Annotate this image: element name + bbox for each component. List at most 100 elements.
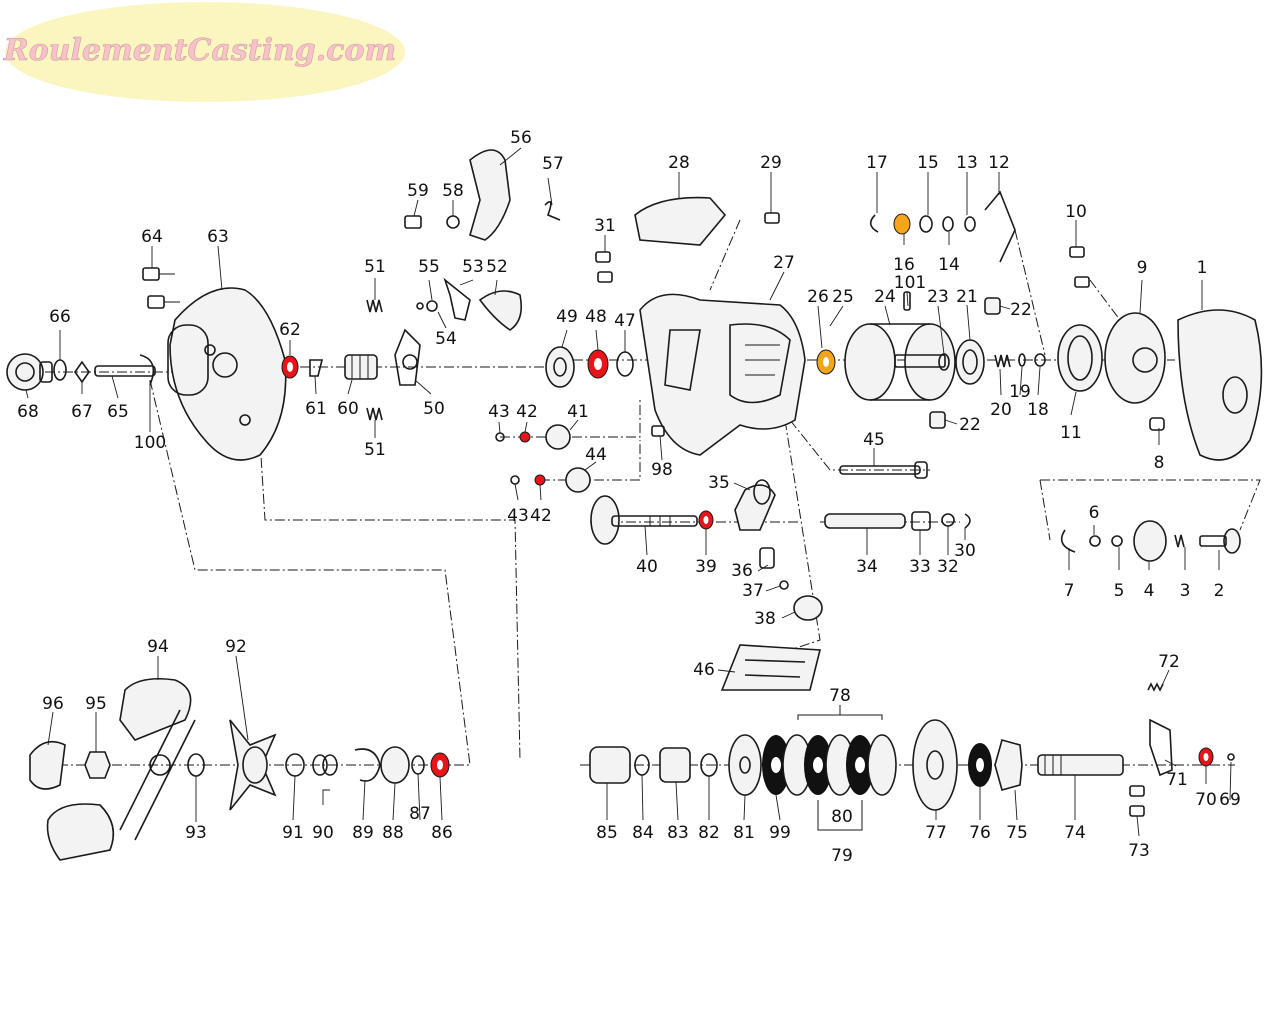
label-15: 15 xyxy=(917,153,939,173)
label-85: 85 xyxy=(596,823,618,843)
parts-71-77 xyxy=(912,682,1173,817)
parts-56-59 xyxy=(404,149,561,241)
label-22: 22 xyxy=(1010,300,1032,320)
label-70: 70 xyxy=(1195,790,1217,810)
label-58: 58 xyxy=(442,181,464,201)
label-29: 29 xyxy=(760,153,782,173)
logo: RoulementCasting.com xyxy=(2,2,405,102)
screws-29-30 xyxy=(595,212,780,283)
pin-45 xyxy=(839,461,928,479)
label-86: 86 xyxy=(431,823,453,843)
label-63: 63 xyxy=(207,227,229,247)
label-68: 68 xyxy=(17,402,39,422)
label-96: 96 xyxy=(42,694,64,714)
label-91: 91 xyxy=(282,823,304,843)
label-43b: 43 xyxy=(507,506,529,526)
label-21: 21 xyxy=(956,287,978,307)
label-8: 8 xyxy=(1154,453,1165,473)
label-2: 2 xyxy=(1214,581,1225,601)
label-71: 71 xyxy=(1166,770,1188,790)
bearing-26 xyxy=(816,349,836,375)
label-51b: 51 xyxy=(364,440,386,460)
parts-21-23 xyxy=(929,297,1001,429)
label-18: 18 xyxy=(1027,400,1049,420)
label-52: 52 xyxy=(486,257,508,277)
label-73: 73 xyxy=(1128,841,1150,861)
bearing-70 xyxy=(1198,747,1235,767)
label-62: 62 xyxy=(279,320,301,340)
label-79: 79 xyxy=(831,846,853,866)
label-88: 88 xyxy=(382,823,404,843)
levelwind-35 xyxy=(734,479,823,621)
label-7: 7 xyxy=(1064,581,1075,601)
label-92: 92 xyxy=(225,637,247,657)
parts-12-17 xyxy=(869,190,1016,311)
label-65: 65 xyxy=(107,402,129,422)
parts-92-96 xyxy=(29,719,277,811)
label-56: 56 xyxy=(510,128,532,148)
screws-64 xyxy=(142,267,180,309)
label-101: 101 xyxy=(894,273,926,293)
label-60: 60 xyxy=(337,399,359,419)
label-27: 27 xyxy=(773,253,795,273)
label-54: 54 xyxy=(435,329,457,349)
small-parts-left xyxy=(53,354,156,386)
label-80: 80 xyxy=(831,807,853,827)
logo-text: RoulementCasting.com xyxy=(3,33,396,68)
label-31: 30 xyxy=(954,541,976,561)
label-83: 83 xyxy=(667,823,689,843)
label-6: 6 xyxy=(1089,503,1100,523)
label-98: 98 xyxy=(651,460,673,480)
label-81: 81 xyxy=(733,823,755,843)
label-10: 10 xyxy=(1065,202,1087,222)
label-72: 72 xyxy=(1158,652,1180,672)
label-42: 42 xyxy=(516,402,538,422)
label-87: 87 xyxy=(409,804,431,824)
label-78: 78 xyxy=(829,686,851,706)
screw-98 xyxy=(651,425,665,437)
parts-2-7 xyxy=(1060,520,1241,562)
screws-10 xyxy=(1069,246,1090,288)
label-41: 41 xyxy=(567,402,589,422)
callouts: 1 2 3 4 5 6 7 8 9 10 11 12 13 14 15 16 1… xyxy=(17,128,1241,866)
label-9: 9 xyxy=(1137,258,1148,278)
label-23: 23 xyxy=(927,287,949,307)
label-76: 76 xyxy=(969,823,991,843)
label-67: 67 xyxy=(71,402,93,422)
label-95: 95 xyxy=(85,694,107,714)
springs-51 xyxy=(366,299,383,421)
label-39: 39 xyxy=(695,557,717,577)
parts-1-11 xyxy=(1057,309,1263,461)
label-75: 75 xyxy=(1006,823,1028,843)
label-93: 93 xyxy=(185,823,207,843)
label-11: 11 xyxy=(1060,423,1082,443)
label-30: 31 xyxy=(594,216,616,236)
label-13: 13 xyxy=(956,153,978,173)
label-49: 49 xyxy=(556,307,578,327)
label-24: 24 xyxy=(874,287,896,307)
bearing-39 xyxy=(698,510,714,530)
label-33: 33 xyxy=(909,557,931,577)
label-50: 50 xyxy=(423,399,445,419)
label-90: 90 xyxy=(312,823,334,843)
label-45: 45 xyxy=(863,430,885,450)
label-40: 40 xyxy=(636,557,658,577)
yoke-50 xyxy=(394,328,421,386)
pinion-60 xyxy=(309,354,378,380)
label-59: 59 xyxy=(407,181,429,201)
label-3: 3 xyxy=(1180,581,1191,601)
label-53: 53 xyxy=(462,257,484,277)
label-28: 28 xyxy=(668,153,690,173)
label-5: 5 xyxy=(1114,581,1125,601)
label-17: 17 xyxy=(866,153,888,173)
label-14: 14 xyxy=(938,255,960,275)
label-57: 57 xyxy=(542,154,564,174)
bracket-46 xyxy=(720,644,822,691)
label-35: 35 xyxy=(708,473,730,493)
label-47: 47 xyxy=(614,311,636,331)
label-89: 89 xyxy=(352,823,374,843)
drag-star-68 xyxy=(6,353,53,391)
leader-lines xyxy=(25,147,1232,837)
label-94: 94 xyxy=(147,637,169,657)
